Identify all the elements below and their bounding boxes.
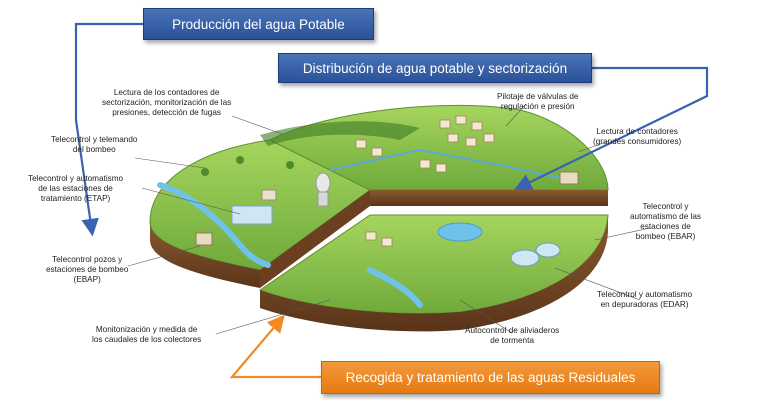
banner-recogida: Recogida y tratamiento de las aguas Resi… (321, 361, 660, 394)
large-consumer (560, 172, 578, 184)
pump-house (196, 233, 212, 245)
label-ebar: Telecontrol y automatismo de las estacio… (630, 202, 701, 242)
label-lectura-grandes: Lectura de contadores (grandes consumido… (593, 127, 681, 147)
label-ebap: Telecontrol pozos y estaciones de bombeo… (46, 255, 128, 285)
label-pilotaje: Pilotaje de válvulas de regulación e pre… (497, 92, 578, 112)
treatment-tank (511, 250, 539, 266)
label-edar: Telecontrol y automatismo en depuradoras… (597, 290, 692, 310)
banner-produccion: Producción del agua Potable (143, 8, 374, 40)
banner-distribucion: Distribución de agua potable y sectoriza… (278, 53, 592, 83)
treatment-plant (232, 206, 272, 224)
orange-connector (232, 318, 321, 377)
label-autocontrol: Autocontrol de aliviaderos de tormenta (465, 326, 559, 346)
label-telecontrol-bombeo: Telecontrol y telemando del bombeo (51, 135, 137, 155)
water-tower (316, 173, 330, 193)
label-monitorizacion: Monitonización y medida de los caudales … (92, 325, 201, 345)
label-lectura-sectorizacion: Lectura de los contadores de sectorizaci… (102, 88, 231, 118)
label-etap: Telecontrol y automatismo de las estacio… (28, 174, 123, 204)
